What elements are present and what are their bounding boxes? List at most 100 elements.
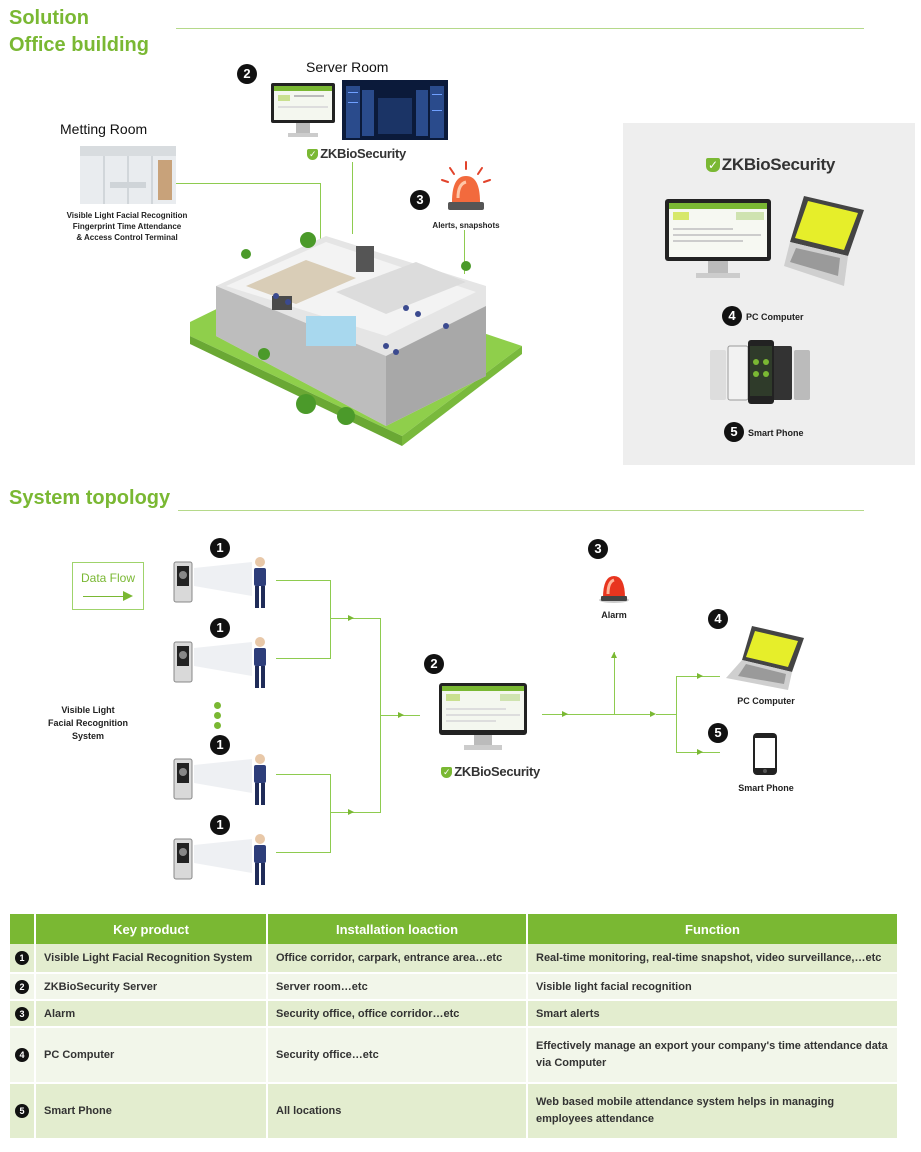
marker-5: 5: [708, 723, 728, 743]
cell-location: All locations: [267, 1083, 528, 1140]
marker-4: 4: [722, 306, 742, 326]
row-number-badge: 5: [15, 1104, 29, 1118]
terminal-unit: [172, 753, 282, 822]
marker-3: 3: [588, 539, 608, 559]
shield-icon: ✓: [307, 149, 319, 160]
cell-function: Web based mobile attendance system helps…: [527, 1083, 899, 1140]
connector-line: [320, 183, 321, 243]
pc-computer-label: PC Computer: [737, 696, 795, 706]
flow-arrow-icon: [348, 809, 354, 815]
data-flow-line: [83, 596, 123, 597]
server-monitor-icon: [271, 83, 335, 137]
table-header-row: Key product Installation loaction Functi…: [10, 914, 899, 944]
data-flow-legend: Data Flow: [72, 562, 144, 610]
cell-location: Office corridor, carpark, entrance area……: [267, 944, 528, 974]
meeting-room-label: Metting Room: [60, 121, 148, 137]
cell-function: Smart alerts: [527, 1000, 899, 1028]
row-number-badge: 4: [15, 1048, 29, 1062]
table-header-location: Installation loaction: [267, 914, 528, 944]
flow-arrow-icon: [650, 711, 656, 717]
connector-line: [330, 580, 331, 659]
table-row: 4 PC Computer Security office…etc Effect…: [10, 1027, 899, 1084]
client-panel: [623, 123, 915, 465]
connector-line: [276, 580, 330, 581]
connector-line: [614, 652, 615, 714]
cell-function: Visible light facial recognition: [527, 973, 899, 1001]
connector-line: [464, 230, 465, 274]
connector-line: [276, 852, 330, 853]
table-row: 3 Alarm Security office, office corridor…: [10, 1000, 899, 1028]
shield-icon: ✓: [706, 158, 720, 172]
facial-terminal-with-person: [173, 754, 266, 805]
ellipsis-dots: [214, 702, 222, 729]
flow-arrow-icon: [697, 673, 703, 679]
marker-5: 5: [724, 422, 744, 442]
solution-title: Solution: [9, 7, 89, 29]
cell-function: Real-time monitoring, real-time snapshot…: [527, 944, 899, 974]
pc-computer-label: PC Computer: [746, 312, 804, 322]
row-number-badge: 3: [15, 1006, 29, 1021]
table-row: 1 Visible Light Facial Recognition Syste…: [10, 944, 899, 974]
connector-line: [330, 618, 380, 619]
alarm-light-icon: [441, 161, 491, 210]
connector-line: [330, 774, 331, 853]
table-row: 5 Smart Phone All locations Web based mo…: [10, 1083, 899, 1140]
zkbiosecurity-logo-small: ✓ZKBioSecurity: [307, 146, 406, 161]
smartphones-icon: [710, 340, 810, 404]
laptop-icon: [784, 196, 864, 286]
cell-product: Visible Light Facial Recognition System: [35, 944, 268, 974]
facial-terminal-with-person: [173, 557, 266, 608]
marker-2: 2: [424, 654, 444, 674]
smart-phone-label: Smart Phone: [748, 428, 804, 438]
connector-line: [352, 162, 353, 234]
cell-product: Alarm: [35, 1000, 268, 1028]
row-number-badge: 2: [15, 979, 29, 994]
cell-location: Server room…etc: [267, 973, 528, 1001]
laptop-icon: [726, 626, 804, 690]
table-header-product: Key product: [35, 914, 268, 944]
desktop-computer-icon: [665, 199, 771, 278]
connector-line: [276, 658, 330, 659]
smartphone-icon: [753, 733, 777, 775]
connector-line: [656, 714, 676, 715]
marker-1: 1: [210, 538, 230, 558]
device-group-label: Visible Light Facial Recognition System: [47, 705, 128, 741]
flow-arrow-icon: [398, 712, 404, 718]
row-number-badge: 1: [15, 951, 29, 965]
server-monitor-icon: [439, 683, 527, 750]
alerts-caption: Alerts, snapshots: [432, 221, 500, 230]
marker-1: 1: [210, 618, 230, 638]
server-room-label: Server Room: [306, 59, 389, 75]
key-product-table: Key product Installation loaction Functi…: [10, 914, 899, 1140]
office-building-illustration: [190, 232, 522, 446]
terminal-unit: [172, 833, 282, 902]
topology-title: System topology: [9, 487, 171, 509]
shield-icon: ✓: [441, 767, 453, 778]
facial-terminal-with-person: [173, 637, 266, 688]
marker-2: 2: [237, 64, 257, 84]
flow-arrow-icon: [562, 711, 568, 717]
alarm-label: Alarm: [601, 610, 627, 620]
flow-arrow-icon: [697, 749, 703, 755]
flow-arrow-up-icon: [611, 652, 617, 658]
data-flow-arrow-icon: [123, 591, 133, 601]
cell-location: Security office, office corridor…etc: [267, 1000, 528, 1028]
connector-line: [676, 676, 677, 752]
facial-terminal-with-person: [173, 834, 266, 885]
cell-product: PC Computer: [35, 1027, 268, 1084]
cell-product: ZKBioSecurity Server: [35, 973, 268, 1001]
marker-3: 3: [410, 190, 430, 210]
connector-line: [542, 714, 652, 715]
section-divider: [178, 510, 864, 511]
marker-1: 1: [210, 815, 230, 835]
connector-line: [176, 183, 320, 184]
alarm-light-icon: [599, 576, 629, 603]
terminal-unit: [172, 556, 282, 625]
cell-product: Smart Phone: [35, 1083, 268, 1140]
zkbiosecurity-logo: ✓ZKBioSecurity: [441, 764, 540, 779]
smart-phone-label: Smart Phone: [738, 783, 794, 793]
marker-4: 4: [708, 609, 728, 629]
section-divider: [176, 28, 864, 29]
zkbiosecurity-logo-large: ✓ZKBioSecurity: [706, 155, 835, 174]
table-header-function: Function: [527, 914, 899, 944]
